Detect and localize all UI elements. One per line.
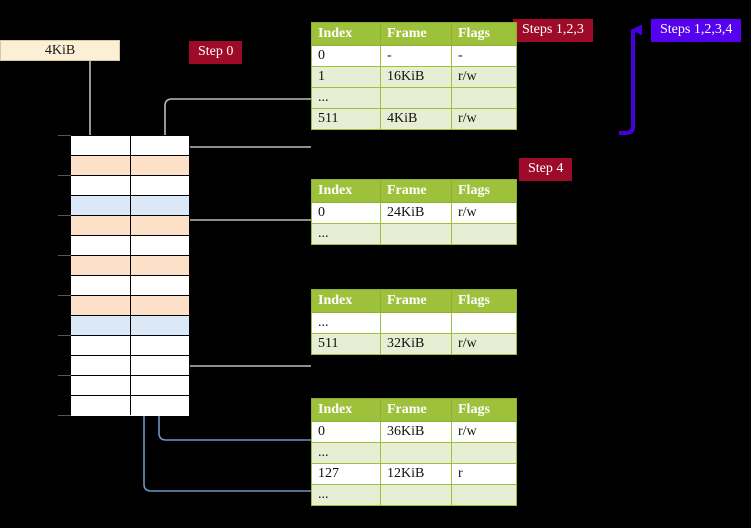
flags-cell: r/w <box>451 421 517 443</box>
table-row: ... <box>311 484 517 506</box>
column-header-frame: Frame <box>380 179 452 203</box>
memory-grid-column-divider <box>130 135 131 415</box>
frame-cell: - <box>380 45 452 67</box>
index-cell: 0 <box>311 202 381 224</box>
index-cell: 1 <box>311 66 381 88</box>
flags-cell: r/w <box>451 108 517 130</box>
frame-cell: 12KiB <box>380 463 452 485</box>
column-header-index: Index <box>311 22 381 46</box>
flags-cell: r/w <box>451 66 517 88</box>
index-cell: ... <box>311 87 381 109</box>
memory-frame-tick <box>58 215 71 216</box>
frame-cell <box>380 312 452 334</box>
table-row: ... <box>311 223 517 245</box>
table-row: ... <box>311 442 517 464</box>
flags-cell: r <box>451 463 517 485</box>
label-steps-1-2-3-4: Steps 1,2,3,4 <box>651 19 742 42</box>
flags-cell: r/w <box>451 202 517 224</box>
flags-cell <box>451 442 517 464</box>
frame-cell: 32KiB <box>380 333 452 355</box>
column-header-frame: Frame <box>380 398 452 422</box>
index-cell: 511 <box>311 333 381 355</box>
memory-frame-tick <box>58 175 71 176</box>
flags-cell: - <box>451 45 517 67</box>
flags-cell <box>451 87 517 109</box>
column-header-flags: Flags <box>451 179 517 203</box>
index-cell: ... <box>311 484 381 506</box>
index-cell: 127 <box>311 463 381 485</box>
wire-table2-row0 <box>174 219 311 262</box>
column-header-index: Index <box>311 289 381 313</box>
frame-cell: 36KiB <box>380 421 452 443</box>
column-header-flags: Flags <box>451 289 517 313</box>
column-header-index: Index <box>311 179 381 203</box>
index-cell: 0 <box>311 45 381 67</box>
column-header-flags: Flags <box>451 22 517 46</box>
index-cell: 511 <box>311 108 381 130</box>
frame-cell <box>380 484 452 506</box>
wire-table3-row511 <box>180 308 311 367</box>
table-row: ... <box>311 312 517 334</box>
column-header-frame: Frame <box>380 22 452 46</box>
flags-cell: r/w <box>451 333 517 355</box>
table-row: 0-- <box>311 45 517 67</box>
frame-cell: 16KiB <box>380 66 452 88</box>
label-step-4: Step 4 <box>519 158 573 181</box>
column-header-index: Index <box>311 398 381 422</box>
memory-frame-tick <box>58 135 71 136</box>
memory-frame-tick <box>58 375 71 376</box>
flags-cell <box>451 223 517 245</box>
frame-cell: 4KiB <box>380 108 452 130</box>
memory-frame-tick <box>58 255 71 256</box>
frame-cell: 24KiB <box>380 202 452 224</box>
memory-frame-tick <box>58 415 71 416</box>
flags-cell <box>451 312 517 334</box>
frame-cell <box>380 223 452 245</box>
size-box-4kib: 4KiB <box>0 40 120 61</box>
index-cell: 0 <box>311 421 381 443</box>
column-header-flags: Flags <box>451 398 517 422</box>
flags-cell <box>451 484 517 506</box>
table-row: ... <box>311 87 517 109</box>
steps-1234-arrow <box>619 24 642 135</box>
index-cell: ... <box>311 442 381 464</box>
label-step-0: Step 0 <box>189 41 243 64</box>
memory-frame-tick <box>58 335 71 336</box>
label-steps-1-2-3: Steps 1,2,3 <box>513 19 593 42</box>
index-cell: ... <box>311 312 381 334</box>
frame-cell <box>380 442 452 464</box>
column-header-frame: Frame <box>380 289 452 313</box>
memory-frame-tick <box>58 295 71 296</box>
frame-cell <box>380 87 452 109</box>
index-cell: ... <box>311 223 381 245</box>
